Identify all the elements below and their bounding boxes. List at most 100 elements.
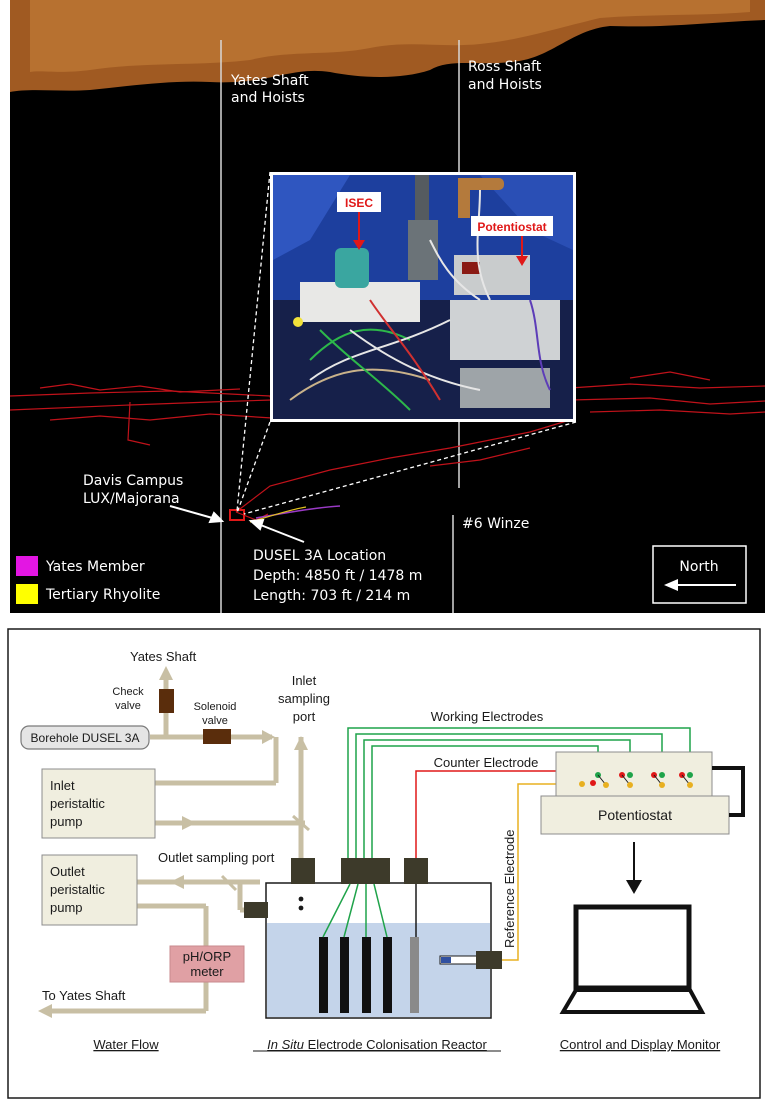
- outlet-pump-label-1: Outlet: [50, 864, 85, 879]
- flow-arrowheads: [38, 666, 308, 1018]
- photo-reactor-head: [408, 220, 438, 280]
- reference-electrode-wire: [502, 783, 582, 961]
- drip-1: [298, 896, 304, 902]
- legend-swatch-yates-member: [16, 556, 38, 576]
- north-indicator: North: [652, 545, 747, 604]
- isec-pointer-head: [353, 240, 365, 250]
- reference-electrode-tip: [441, 957, 451, 963]
- caption-reactor: In Situ Electrode Colonisation Reactor: [267, 1037, 487, 1052]
- drift-network: [10, 371, 765, 521]
- photo-reactor-vessel: [335, 248, 369, 288]
- photo-potentiostat-box: [454, 255, 530, 295]
- davis-campus-label-1: Davis Campus: [83, 473, 183, 489]
- counter-electrode: [410, 937, 419, 1013]
- check-valve: [159, 689, 174, 713]
- working-electrode-4: [383, 937, 392, 1013]
- inlet-pump-label-2: peristaltic: [50, 796, 105, 811]
- yates-shaft-label-2: and Hoists: [231, 90, 305, 106]
- photo-display: [462, 262, 480, 274]
- outlet-pump-label-2: peristaltic: [50, 882, 105, 897]
- borehole-box: [20, 725, 150, 750]
- counter-electrode-fitting: [404, 858, 428, 884]
- location-arrows: [169, 505, 305, 543]
- reference-electrode-fitting: [476, 951, 502, 969]
- laptop-screen: [573, 904, 692, 991]
- yates-member-trace: [255, 505, 341, 519]
- working-electrode-fitting: [341, 858, 390, 884]
- outlet-pump-box: [41, 854, 138, 926]
- caption-monitor: Control and Display Monitor: [560, 1037, 721, 1052]
- zoom-lines: [236, 171, 577, 515]
- inlet-port-label-3: port: [293, 709, 316, 724]
- outlet-port-valve: [220, 874, 238, 892]
- working-electrode-leads: [322, 883, 388, 938]
- photo-cables: [289, 189, 551, 411]
- check-valve-label-1: Check: [112, 686, 144, 698]
- reactor-schematic: Borehole DUSEL 3A Inlet peristaltic pump…: [7, 628, 761, 1099]
- north-label: North: [679, 559, 718, 575]
- to-yates-shaft-label: To Yates Shaft: [42, 988, 126, 1003]
- potentiostat-cable: [712, 766, 745, 817]
- davis-campus-label-2: LUX/Majorana: [83, 491, 180, 507]
- mine-map-panel: ISEC Potentiostat Yates Shaft and Hoists…: [10, 0, 765, 613]
- solenoid-valve-label-2: valve: [202, 715, 228, 727]
- working-electrode-2: [340, 937, 349, 1013]
- potentiostat-pointer-head: [516, 256, 528, 266]
- north-box: [652, 545, 747, 604]
- caption-reactor-rest: Electrode Colonisation Reactor: [304, 1037, 487, 1052]
- legend-label-tertiary-rhyolite: Tertiary Rhyolite: [45, 587, 160, 603]
- potentiostat-terminals: [579, 772, 693, 788]
- dusel-location-label: DUSEL 3A Location: [253, 548, 386, 564]
- map-legend: Yates Member Tertiary Rhyolite: [16, 556, 160, 604]
- potentiostat-photo-label: Potentiostat: [477, 220, 546, 234]
- working-electrodes-label: Working Electrodes: [431, 709, 544, 724]
- legend-swatch-tertiary-rhyolite: [16, 584, 38, 604]
- outlet-pump-label-3: pump: [50, 900, 83, 915]
- ross-shaft-label-2: and Hoists: [468, 77, 542, 93]
- isec-label: ISEC: [345, 196, 373, 210]
- photo-tarp-fold: [273, 175, 350, 260]
- outlet-port-label: Outlet sampling port: [158, 850, 275, 865]
- photo-reactor-tray: [300, 282, 420, 322]
- inlet-port-valve: [292, 814, 310, 832]
- rock-shading: [30, 0, 750, 72]
- yates-shaft-top-label: Yates Shaft: [130, 649, 197, 664]
- reactor-photo: ISEC Potentiostat: [270, 172, 576, 422]
- ross-shaft-label-1: Ross Shaft: [468, 59, 542, 75]
- isec-label-box: [337, 192, 381, 212]
- inlet-pump-label-1: Inlet: [50, 778, 75, 793]
- working-electrode-1: [319, 937, 328, 1013]
- dusel-depth-label: Depth: 4850 ft / 1478 m: [253, 568, 422, 584]
- potentiostat-base-unit: [540, 795, 730, 835]
- inlet-port-label-1: Inlet: [292, 673, 317, 688]
- reactor-tank: [244, 858, 502, 1019]
- north-arrow-head: [664, 579, 678, 591]
- winze-label: #6 Winze: [462, 516, 529, 532]
- reference-electrode-label: Reference Electrode: [502, 829, 517, 948]
- borehole-label: Borehole DUSEL 3A: [31, 731, 140, 745]
- solenoid-valve-label-1: Solenoid: [194, 701, 237, 713]
- inlet-pump-label-3: pump: [50, 814, 83, 829]
- laptop-monitor: [559, 904, 706, 1014]
- outlet-port-fitting: [244, 902, 268, 918]
- reactor-water: [267, 923, 490, 1017]
- solenoid-valve: [203, 729, 231, 744]
- working-electrode-3: [362, 937, 371, 1013]
- potentiostat-photo-label-box: [471, 216, 553, 236]
- photo-copper-pipe-2: [458, 178, 470, 218]
- potentiostat: Potentiostat: [540, 751, 745, 835]
- ph-meter-label-1: pH/ORP: [183, 949, 231, 964]
- dusel-length-label: Length: 703 ft / 214 m: [253, 588, 410, 604]
- inlet-port-label-2: sampling: [278, 691, 330, 706]
- data-arrow-head: [626, 880, 642, 894]
- drip-2: [298, 905, 304, 911]
- caption-water-flow: Water Flow: [93, 1037, 159, 1052]
- yates-shaft-label-1: Yates Shaft: [230, 73, 309, 89]
- inlet-port-fitting: [291, 858, 315, 884]
- potentiostat-label: Potentiostat: [598, 807, 672, 823]
- inlet-pump-box: [41, 768, 156, 839]
- legend-label-yates-member: Yates Member: [45, 559, 145, 575]
- photo-instrument: [450, 300, 560, 360]
- caption-reactor-italic: In Situ: [267, 1037, 304, 1052]
- photo-vial: [293, 317, 303, 327]
